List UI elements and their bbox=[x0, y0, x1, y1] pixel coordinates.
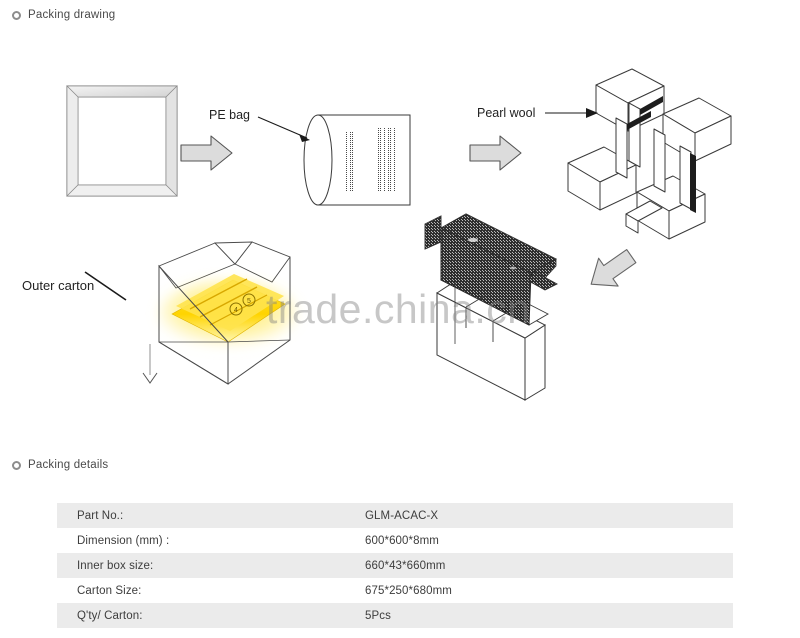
flow-arrow-down-left bbox=[590, 248, 637, 287]
packing-drawing-illustration: 5 4 PE bag Pearl wool Outer carton bbox=[0, 28, 800, 438]
row-label: Dimension (mm) : bbox=[77, 534, 170, 547]
label-outer-carton: Outer carton bbox=[22, 278, 95, 293]
ring-icon bbox=[12, 460, 21, 470]
table-row: Dimension (mm) : 600*600*8mm bbox=[57, 528, 733, 553]
table-row: Part No.: GLM-ACAC-X bbox=[57, 503, 733, 528]
row-label: Carton Size: bbox=[77, 584, 142, 597]
row-value: GLM-ACAC-X bbox=[365, 509, 439, 522]
outer-carton-callout-line bbox=[84, 271, 142, 301]
row-value: 660*43*660mm bbox=[365, 559, 446, 572]
label-pe-bag: PE bag bbox=[209, 108, 251, 122]
inner-box-illustration bbox=[424, 213, 558, 401]
packing-details-table: Part No.: GLM-ACAC-X Dimension (mm) : 60… bbox=[57, 503, 733, 628]
led-panel-illustration bbox=[66, 85, 178, 197]
row-label: Part No.: bbox=[77, 509, 124, 522]
row-label: Inner box size: bbox=[77, 559, 154, 572]
ring-icon bbox=[12, 10, 21, 20]
flow-connector-down bbox=[142, 344, 158, 384]
section-title-packing-drawing: Packing drawing bbox=[28, 9, 116, 21]
row-value: 5Pcs bbox=[365, 609, 391, 622]
pearl-wool-callout-arrow bbox=[545, 108, 598, 118]
row-label: Q'ty/ Carton: bbox=[77, 609, 143, 622]
section-header-packing-details: Packing details bbox=[12, 459, 108, 471]
table-row: Carton Size: 675*250*680mm bbox=[57, 578, 733, 603]
packing-details-body: Part No.: GLM-ACAC-X Dimension (mm) : 60… bbox=[57, 503, 733, 628]
pe-bag-callout-arrow bbox=[257, 116, 310, 142]
pearl-wool-illustration bbox=[567, 68, 732, 240]
label-pearl-wool: Pearl wool bbox=[477, 106, 536, 120]
outer-carton-illustration: 5 4 bbox=[158, 241, 298, 385]
packing-flow-diagram: 5 4 bbox=[66, 68, 732, 401]
flow-arrow-right-1 bbox=[180, 135, 233, 171]
section-title-packing-details: Packing details bbox=[28, 459, 109, 471]
panel-callout-5: 5 bbox=[247, 298, 251, 305]
row-value: 675*250*680mm bbox=[365, 584, 452, 597]
row-value: 600*600*8mm bbox=[365, 534, 439, 547]
table-row: Inner box size: 660*43*660mm bbox=[57, 553, 733, 578]
section-header-packing-drawing: Packing drawing bbox=[12, 9, 115, 21]
flow-arrow-right-2 bbox=[469, 135, 522, 171]
table-row: Q'ty/ Carton: 5Pcs bbox=[57, 603, 733, 628]
pe-bag-illustration bbox=[303, 114, 411, 206]
panel-callout-4: 4 bbox=[234, 307, 238, 314]
